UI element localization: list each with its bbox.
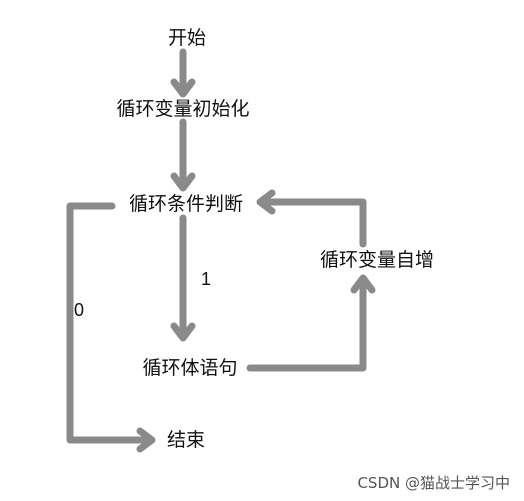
node-increment: 循环变量自增 <box>320 249 434 271</box>
arrowhead-increment-to-condition <box>256 189 276 215</box>
node-init: 循环变量初始化 <box>116 98 249 120</box>
arrowhead-init-to-condition <box>170 172 196 192</box>
flowchart-edge-labels: 1 0 <box>74 269 211 320</box>
edge-increment-to-condition <box>258 198 367 248</box>
arrowhead-body-to-increment <box>350 274 376 294</box>
flowchart-edges <box>66 48 376 453</box>
arrowhead-condition-to-body <box>170 322 196 342</box>
edge-body-to-increment <box>246 276 367 372</box>
edge-condition-to-end <box>66 202 154 444</box>
node-body: 循环体语句 <box>142 357 237 379</box>
node-condition: 循环条件判断 <box>129 193 243 215</box>
arrowhead-condition-to-end <box>136 427 156 453</box>
node-start: 开始 <box>168 27 206 49</box>
edge-label-true: 1 <box>201 269 211 289</box>
edge-label-false: 0 <box>74 300 84 320</box>
arrowhead-start-to-init <box>170 78 196 98</box>
node-end: 结束 <box>167 429 205 451</box>
flowchart-nodes: 开始 循环变量初始化 循环条件判断 循环变量自增 循环体语句 结束 <box>116 27 434 451</box>
watermark-text: CSDN @猫战士学习中 <box>357 474 510 492</box>
